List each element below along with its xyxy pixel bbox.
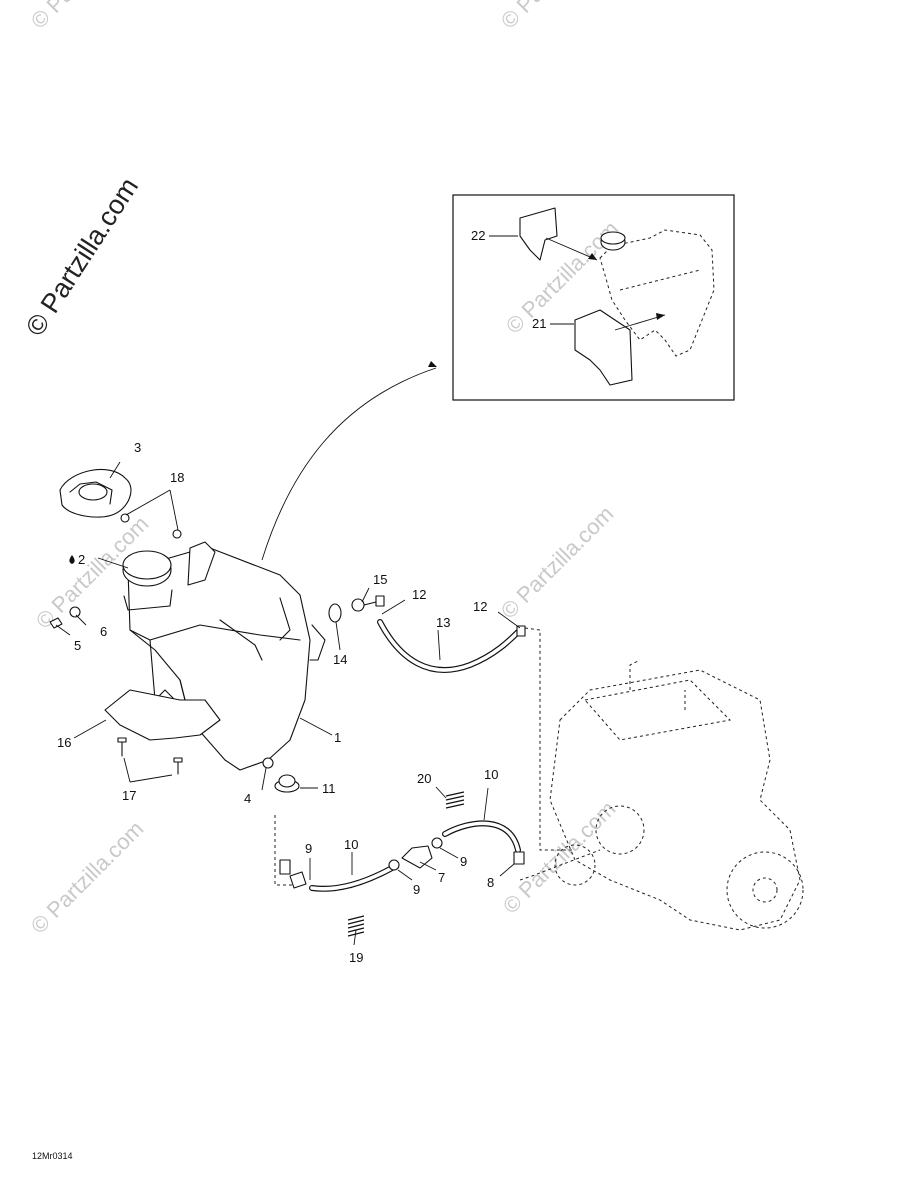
callout-12b: 12 — [473, 599, 487, 614]
callout-16: 16 — [57, 735, 71, 750]
watermark-main: © Partzilla.com — [20, 172, 144, 341]
callout-17: 17 — [122, 788, 136, 803]
cap-part — [59, 469, 132, 518]
callout-1: 1 — [334, 730, 341, 745]
watermark: © Partzilla.com — [496, 0, 619, 34]
callout-13: 13 — [436, 615, 450, 630]
diagram-code: 12Mr0314 — [32, 1151, 73, 1161]
callout-11: 11 — [322, 781, 336, 796]
callout-8: 8 — [487, 875, 494, 890]
callout-7: 7 — [438, 870, 445, 885]
callout-2: 2 — [78, 552, 85, 567]
callout-9b: 9 — [460, 854, 467, 869]
engine-part — [549, 659, 804, 931]
watermark: © Partzilla.com — [26, 0, 149, 34]
callout-14: 14 — [333, 652, 347, 667]
watermark: © Partzilla.com — [496, 501, 619, 624]
callout-21: 21 — [532, 316, 546, 331]
springs — [347, 791, 465, 937]
drop-icon — [69, 555, 75, 564]
callouts: 3 18 2 6 5 16 17 1 4 11 14 15 12 12 13 2… — [57, 440, 498, 965]
shield-part — [104, 689, 221, 741]
callout-12a: 12 — [412, 587, 426, 602]
callout-9a: 9 — [305, 841, 312, 856]
callout-6: 6 — [100, 624, 107, 639]
callout-9c: 9 — [413, 882, 420, 897]
callout-3: 3 — [134, 440, 141, 455]
inset-arrow — [261, 367, 437, 561]
callout-10b: 10 — [344, 837, 358, 852]
callout-20: 20 — [417, 771, 431, 786]
fasteners — [49, 513, 300, 793]
callout-4: 4 — [244, 791, 251, 806]
watermark: © Partzilla.com — [26, 816, 149, 939]
callout-22: 22 — [471, 228, 485, 243]
callout-10a: 10 — [484, 767, 498, 782]
callout-18: 18 — [170, 470, 184, 485]
tank-part — [122, 541, 326, 771]
callout-15: 15 — [373, 572, 387, 587]
leader-lines — [55, 461, 521, 946]
lower-hoses — [279, 820, 525, 892]
inset-detail: 22 21 — [452, 194, 735, 401]
callout-19: 19 — [349, 950, 363, 965]
fittings-upper — [328, 595, 385, 623]
callout-5: 5 — [74, 638, 81, 653]
